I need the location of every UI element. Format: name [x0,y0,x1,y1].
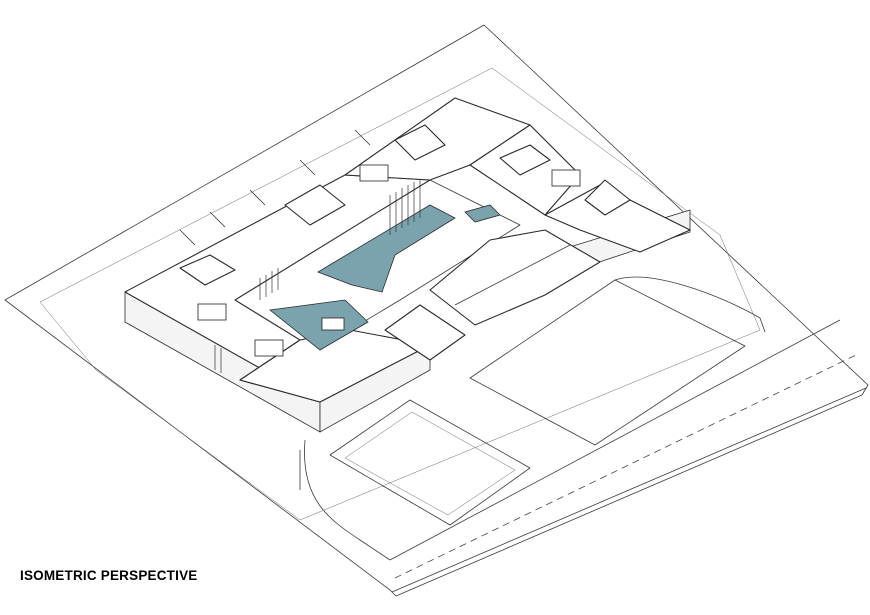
skylight [584,179,631,216]
roof-fins [179,129,371,246]
courtyard-pool [317,204,456,293]
pavilion-roof [429,229,601,326]
parking-area [469,279,746,446]
roof-east-wing [544,184,691,253]
road-centerline [394,354,857,579]
site-boundary [4,24,869,597]
parking-curb [614,276,766,333]
inner-site-boundary [39,67,761,521]
rooftop-unit [197,303,227,321]
pool-lower [269,299,369,351]
road-edge-inner [389,319,841,561]
skylight [179,254,236,286]
pavilion-ridge [454,244,571,306]
field-inner [344,411,516,516]
pool-pavilion [321,317,345,331]
rooftop-unit [359,164,389,182]
pool-small [464,204,501,223]
road-edge-outer [391,387,867,593]
sports-field [329,399,531,526]
drawing-caption: ISOMETRIC PERSPECTIVE [20,568,198,583]
gable-roof [384,304,466,361]
skylight [284,184,346,226]
rooftop-unit [551,169,581,187]
skylight [394,124,446,161]
rooftop-unit [254,339,284,357]
facade-louvers [214,180,421,373]
courtyard [234,179,521,341]
field-track [299,439,391,561]
skylight [499,144,551,176]
